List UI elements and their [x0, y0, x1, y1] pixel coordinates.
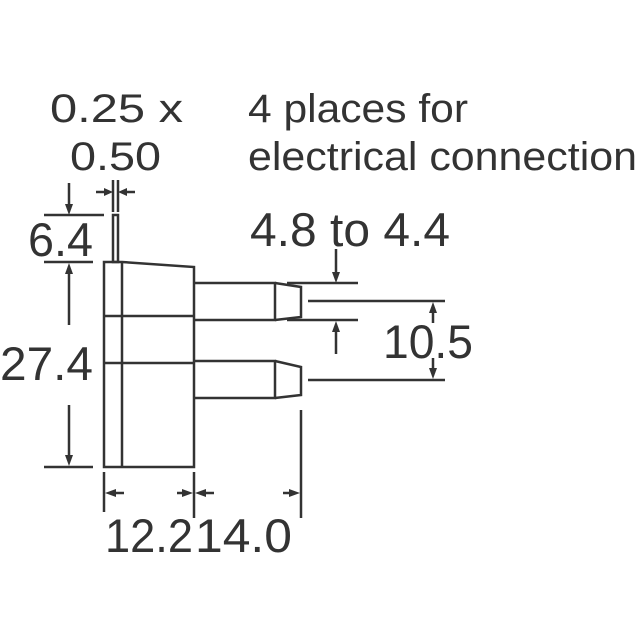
tube-diameter-label: 4.8 to 4.4: [250, 203, 450, 256]
places-label-2: electrical connection: [248, 135, 637, 179]
pin-size-label-1: 0.25 x: [50, 87, 183, 131]
sensor-body: [102, 260, 196, 469]
pressure-port-top: [194, 281, 303, 322]
body-width-label: 12.2: [105, 509, 193, 562]
body-height-label: 27.4: [0, 337, 93, 390]
tube-length-label: 14.0: [195, 509, 292, 562]
places-label-1: 4 places for: [248, 87, 468, 131]
electrical-pin: [111, 213, 120, 264]
pressure-port-bottom: [194, 359, 303, 400]
pin-length-label: 6.4: [28, 213, 93, 266]
dimension-lines: [44, 180, 445, 518]
tube-spacing-label: 10.5: [383, 315, 473, 368]
pin-size-label-2: 0.50: [70, 135, 161, 179]
